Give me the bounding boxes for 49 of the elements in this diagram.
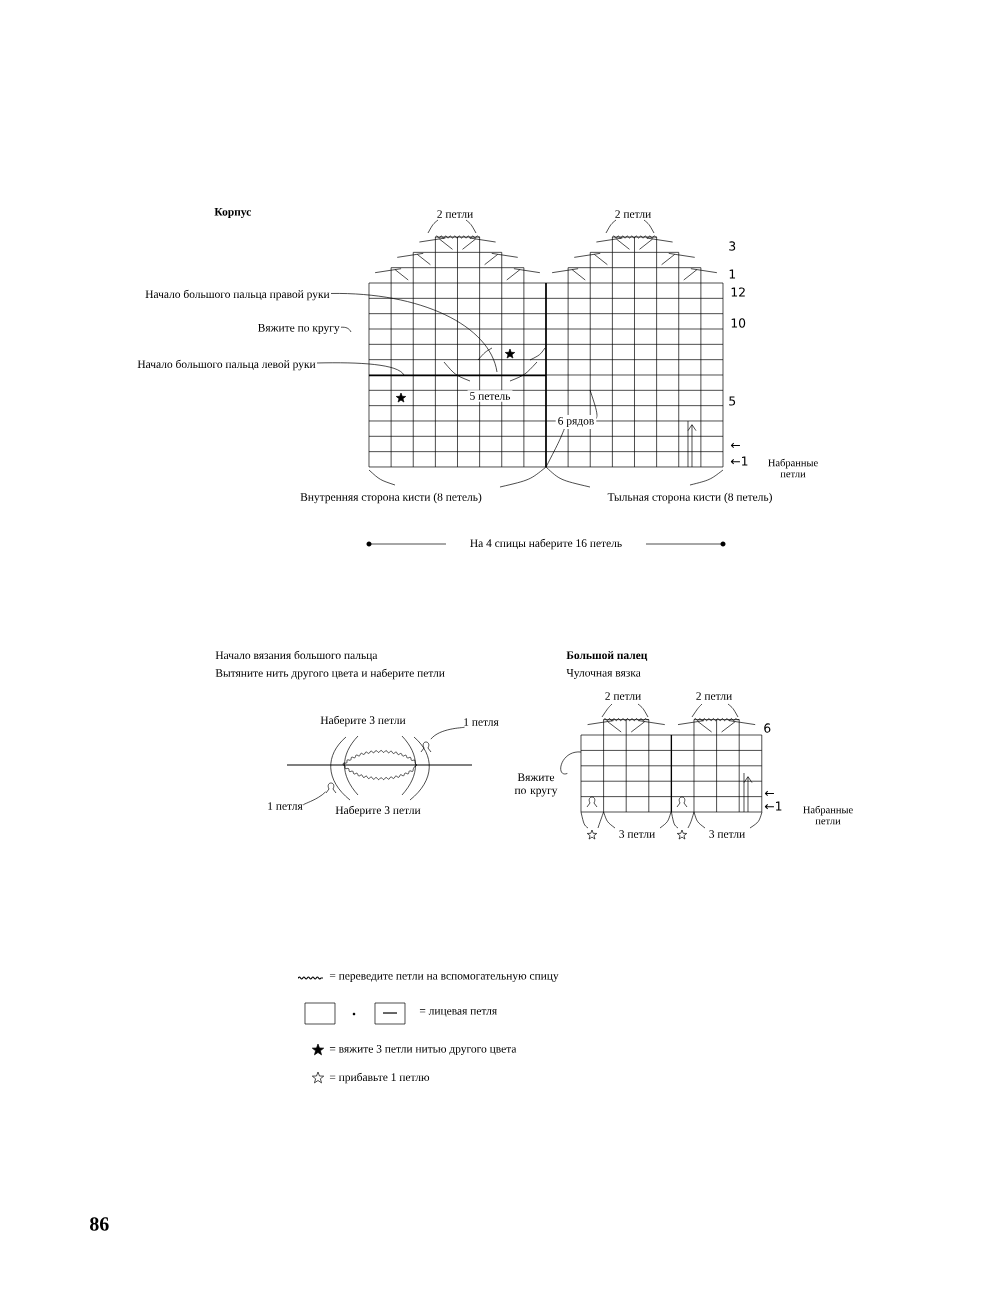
page-number: 86 [90,1217,109,1231]
leader-text: Вяжите по кругу [258,324,340,334]
leader-text: 1 петля [268,802,303,810]
leader-text: 1 петля [464,718,499,726]
label: 3 петли [619,830,655,838]
label: Чулочная вязка [566,669,641,679]
label: Вытяните нить другого цвета и наберите петли [215,668,445,680]
label: 2 петли [437,210,473,218]
loop-symbol [420,741,432,753]
leader-line [560,751,582,775]
row-number: ← [764,790,774,797]
label: 2 петли [615,210,651,218]
label: Наберите 3 петли [335,805,421,817]
label: 5 петель [467,390,513,402]
leader-text: Начало большого пальца правой руки [145,289,330,301]
label: 2 петли [605,692,641,700]
side-note: Набранные петли [768,458,818,478]
loop-symbol [325,782,337,794]
leader-line [340,326,352,333]
leader-line [316,362,405,376]
row-number: 12 [731,287,745,297]
side-note: Набранные петли [803,805,853,825]
legend-text: = вяжите 3 петли нитью другого цвета [329,1045,517,1056]
leader-text: Начало большого пальца левой руки [137,359,316,371]
label: 6 рядов [555,415,597,430]
row-number: 10 [731,318,746,328]
heading: Корпус [214,208,251,218]
row-number: 3 [729,241,736,251]
row-number: 5 [729,396,736,406]
leader-text: Вяжите по кругу [514,773,558,797]
label: Начало вязания большого пальца [215,650,378,662]
legend-text: = прибавьте 1 петлю [329,1072,430,1084]
leader-line [430,726,465,740]
row-number: 1 [729,269,736,279]
row-number: ←1 [764,801,782,811]
label: 3 петли [709,830,745,838]
legend-text: = лицевая петля [419,1009,497,1017]
leader-line [303,791,326,806]
label: На 4 спицы наберите 16 петель [467,536,625,552]
label: 2 петли [696,692,732,700]
leader-line [330,293,498,373]
label: Наберите 3 петли [320,715,406,727]
row-number: 6 [764,723,771,733]
label: Тыльная сторона кисти (8 петель) [607,492,772,504]
legend-text: = переведите петли на вспомогательную спицу [329,974,559,982]
heading: Большой палец [566,651,648,661]
row-number: ←1 [730,456,748,466]
row-number: ← [730,442,740,449]
label: Внутренняя сторона кисти (8 петель) [300,492,482,504]
